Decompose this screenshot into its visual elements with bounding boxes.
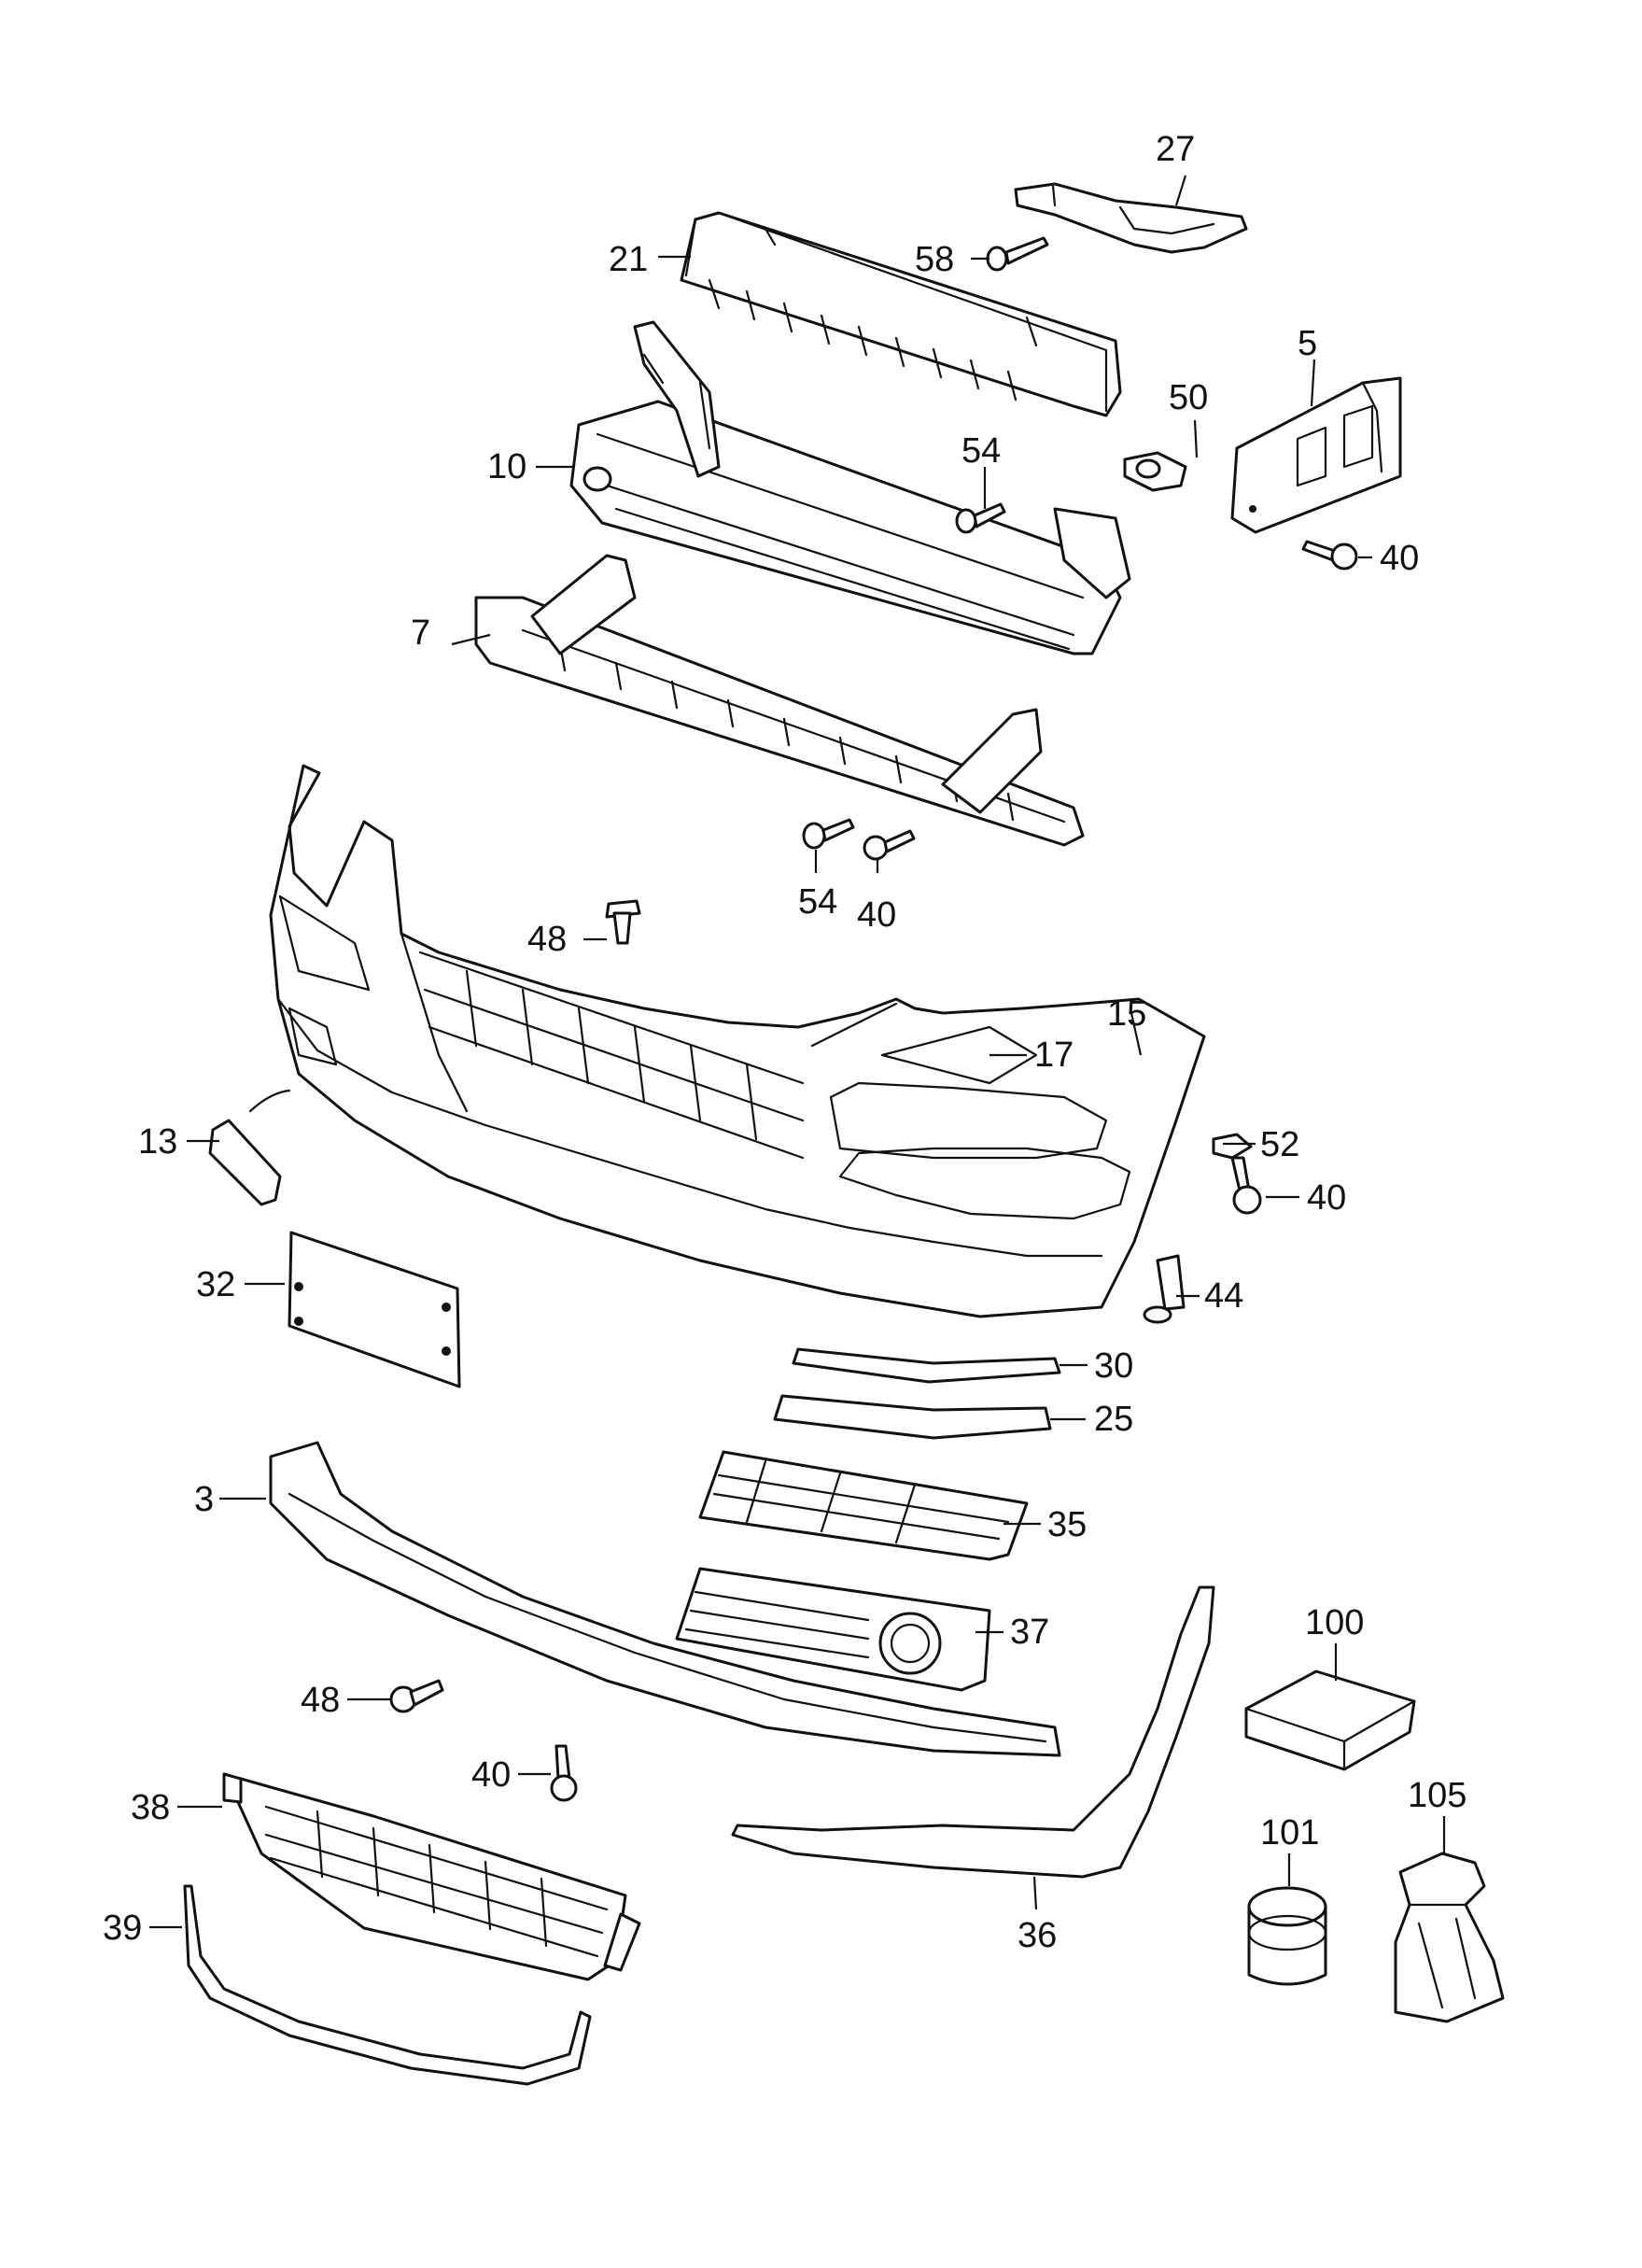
callout-32: 32 <box>196 1265 235 1304</box>
callout-13: 13 <box>138 1122 177 1162</box>
callout-50: 50 <box>1169 378 1208 417</box>
callout-17: 17 <box>1034 1035 1074 1075</box>
callout-30: 30 <box>1094 1346 1133 1386</box>
callout-40-right: 40 <box>1307 1178 1346 1218</box>
callout-48-lower: 48 <box>301 1681 340 1720</box>
part-32-plate-base <box>288 1231 461 1388</box>
callout-39: 39 <box>103 1909 142 1948</box>
part-35-grille-insert <box>698 1450 1029 1561</box>
callout-37: 37 <box>1010 1613 1049 1652</box>
callout-54-upper: 54 <box>961 431 1001 471</box>
part-54-screw-lower <box>802 818 855 850</box>
part-25-trim <box>773 1394 1052 1440</box>
part-54-screw-upper <box>955 502 1006 534</box>
callout-58: 58 <box>915 240 954 279</box>
callout-40-upper: 40 <box>1380 539 1419 578</box>
part-30-trim <box>792 1347 1061 1384</box>
part-3-spoiler <box>269 1441 1061 1757</box>
leader-lines <box>149 175 1446 1929</box>
part-50-clip <box>1123 451 1187 492</box>
part-15-bumper-cover <box>269 764 1206 1318</box>
part-40-screw-right <box>1230 1156 1262 1215</box>
callout-7: 7 <box>411 613 430 653</box>
part-48-screw-lower <box>389 1679 444 1713</box>
part-58-screw <box>986 236 1049 272</box>
part-36-side-strip <box>731 1585 1215 1879</box>
callout-38: 38 <box>131 1788 170 1827</box>
part-39-trim-strip <box>183 1884 592 2086</box>
part-10-carrier <box>569 320 1131 655</box>
part-7-impact-bar <box>474 554 1085 847</box>
part-38-center-grille <box>222 1772 641 1981</box>
part-37-fog-grille <box>675 1567 991 1692</box>
part-13-marker <box>208 1089 291 1206</box>
part-101-cap <box>1247 1886 1327 1986</box>
callout-27: 27 <box>1156 130 1195 169</box>
part-27-bracket <box>1014 182 1248 254</box>
callout-52: 52 <box>1260 1125 1299 1164</box>
callout-35: 35 <box>1047 1505 1087 1544</box>
part-44-rivet <box>1143 1254 1186 1324</box>
part-40-screw-mid <box>863 829 916 861</box>
part-100-pad <box>1244 1669 1416 1771</box>
part-52-clip <box>1212 1133 1253 1160</box>
callout-40-mid: 40 <box>857 895 896 935</box>
callout-44: 44 <box>1204 1276 1243 1316</box>
part-105-bag <box>1394 1852 1505 2023</box>
part-40-screw-lower <box>550 1744 578 1802</box>
callout-10: 10 <box>487 447 526 486</box>
callout-40-lower: 40 <box>471 1755 511 1795</box>
callout-36: 36 <box>1017 1916 1057 1955</box>
callout-101: 101 <box>1260 1813 1319 1852</box>
callout-21: 21 <box>609 240 648 279</box>
part-21-absorber <box>680 211 1122 417</box>
callout-105: 105 <box>1408 1776 1467 1815</box>
callout-25: 25 <box>1094 1400 1133 1439</box>
callout-5: 5 <box>1298 324 1317 363</box>
callout-100: 100 <box>1305 1603 1364 1642</box>
callout-15: 15 <box>1107 994 1146 1034</box>
callout-48-upper: 48 <box>527 920 567 959</box>
part-48-screw-upper <box>605 899 641 945</box>
callout-3: 3 <box>194 1480 214 1519</box>
part-40-screw-upper <box>1301 540 1358 571</box>
callout-54-lower: 54 <box>798 882 837 922</box>
part-5-bracket <box>1230 376 1402 534</box>
